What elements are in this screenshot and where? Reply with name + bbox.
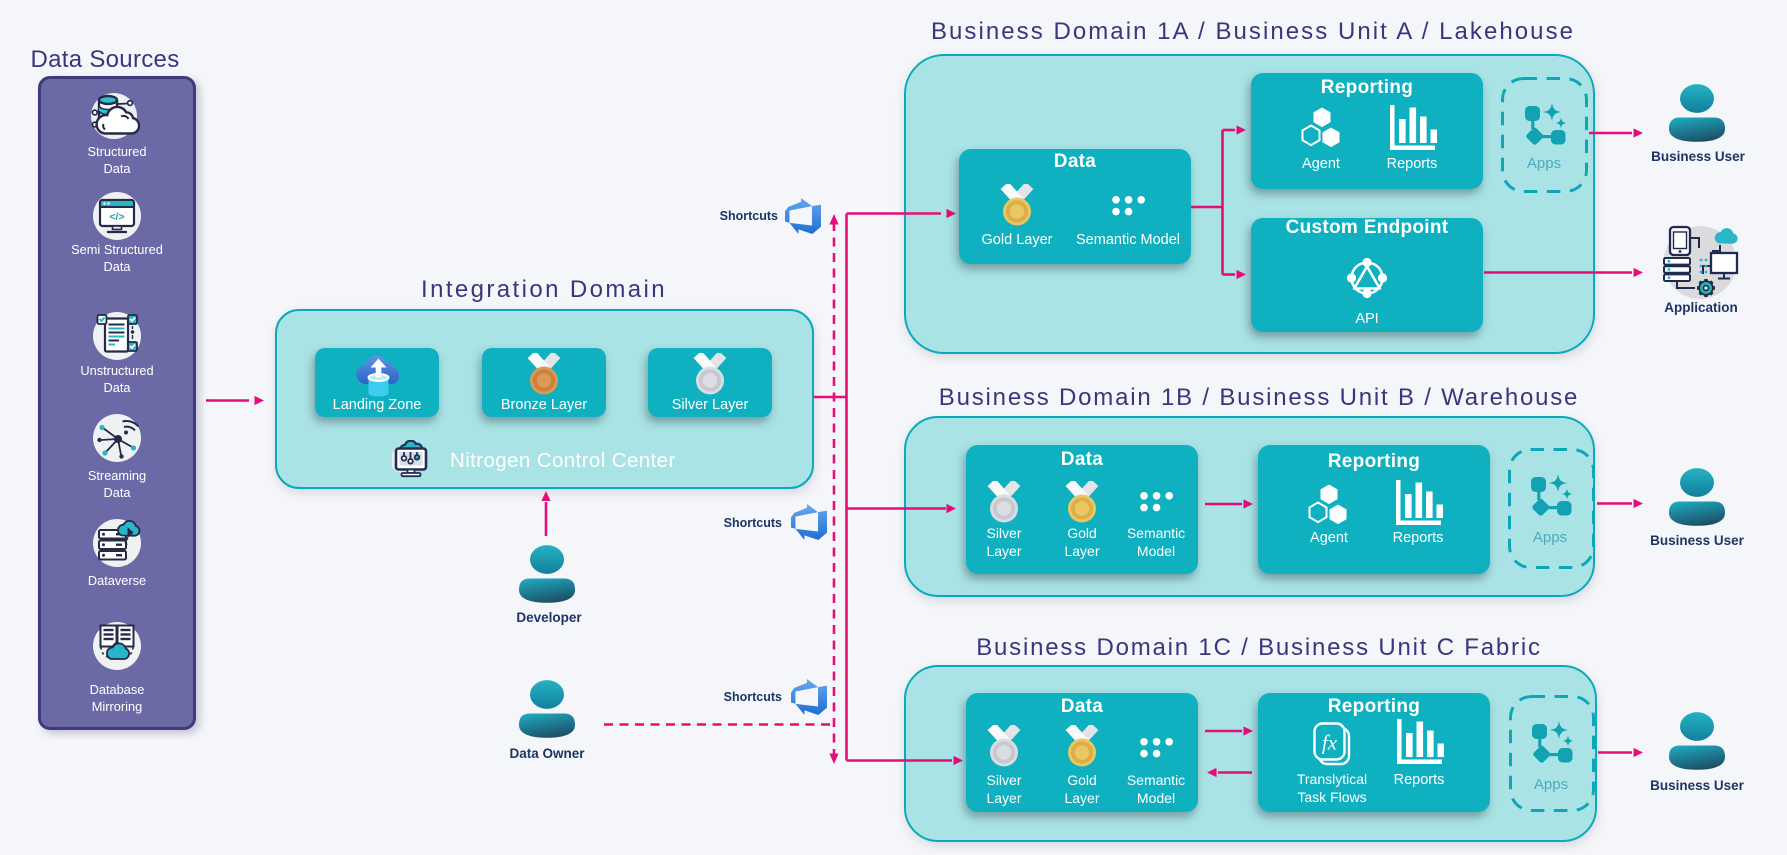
- svg-text:</>: </>: [109, 211, 124, 223]
